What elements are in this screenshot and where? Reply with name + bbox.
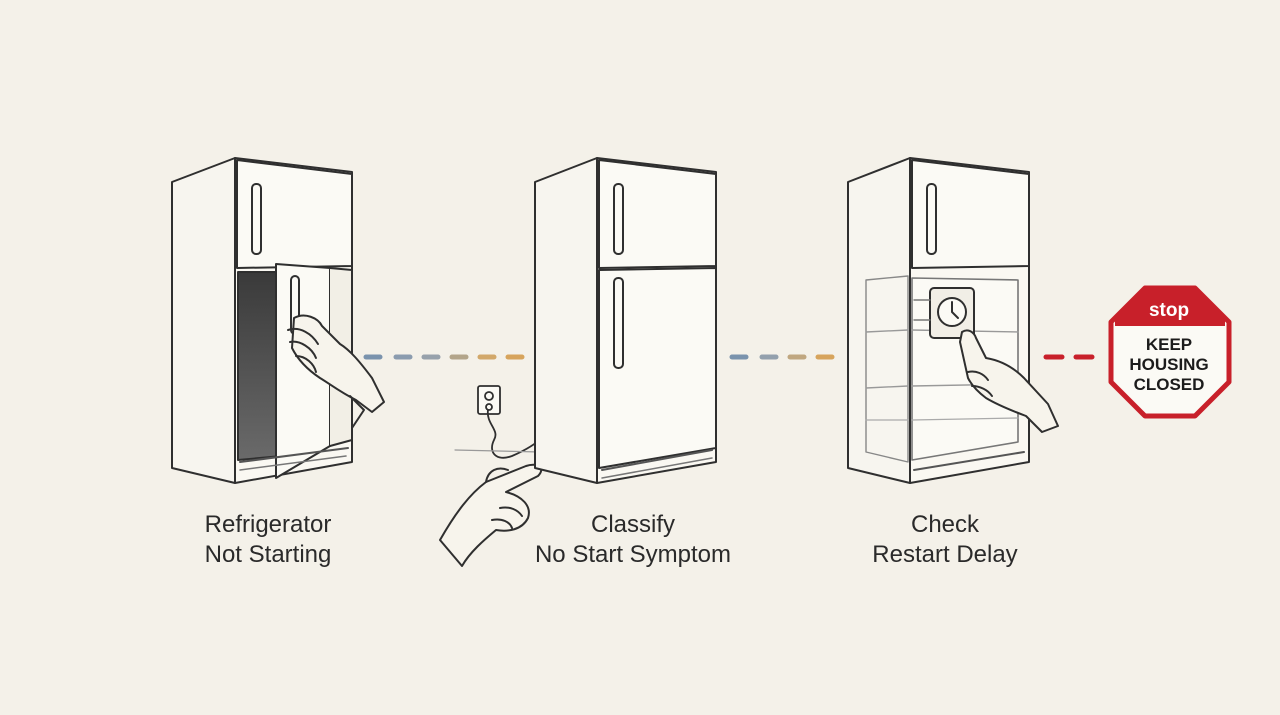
fridge-closed-icon <box>534 157 717 484</box>
fridge-door-open-icon <box>171 157 353 484</box>
step-2-caption: Classify No Start Symptom <box>503 510 763 570</box>
step-3-title: Check <box>910 511 980 538</box>
step-3-subtitle: Restart Delay <box>872 541 1018 568</box>
stop-sign-line-3: CLOSED <box>1134 375 1205 394</box>
pointing-hand-icon <box>439 463 543 567</box>
stop-sign-header: stop <box>1149 300 1189 321</box>
step-1-caption: Refrigerator Not Starting <box>138 510 398 570</box>
step-2-title: Classify <box>590 511 675 538</box>
step-2-subtitle: No Start Symptom <box>534 541 732 568</box>
hand-icon <box>287 314 385 429</box>
step-1-subtitle: Not Starting <box>204 541 332 568</box>
hand-icon <box>959 329 1059 433</box>
stop-sign-line-2: HOUSING <box>1129 355 1208 374</box>
step-1-title: Refrigerator <box>204 511 332 538</box>
fridge-timer-icon <box>847 157 1030 484</box>
stop-sign-line-1: KEEP <box>1146 335 1192 354</box>
stop-sign-icon: stop KEEP HOUSING CLOSED <box>1108 285 1232 419</box>
step-3-caption: Check Restart Delay <box>815 510 1075 570</box>
